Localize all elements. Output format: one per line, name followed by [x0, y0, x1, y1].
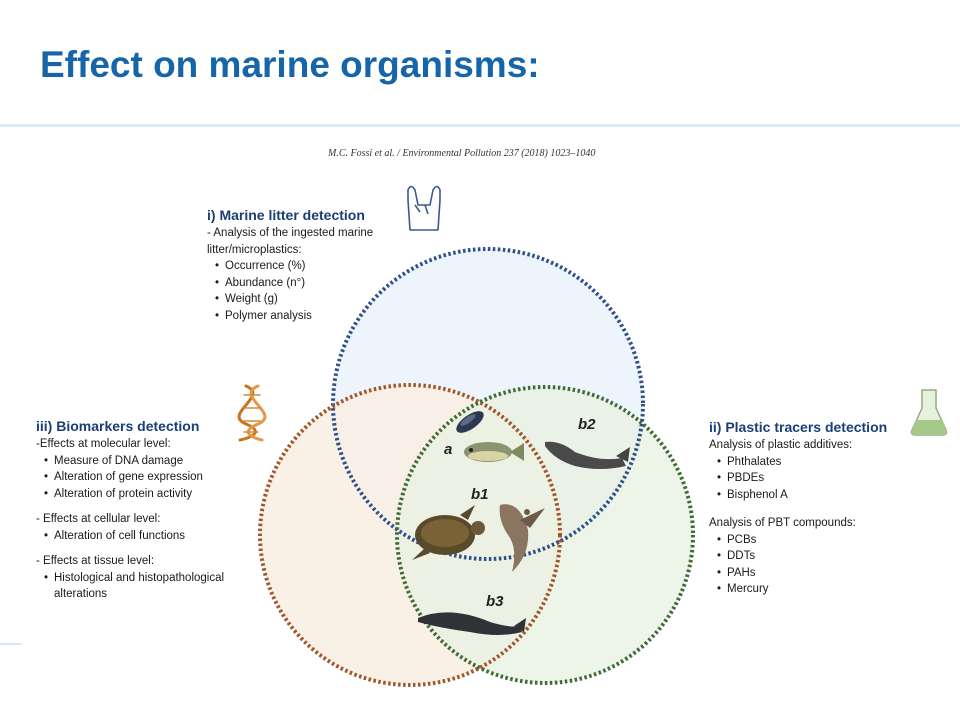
list-item: Alteration of gene expression — [44, 469, 256, 486]
slide-title: Effect on marine organisms: — [40, 44, 540, 85]
list-item: DDTs — [717, 548, 909, 565]
title-divider — [0, 124, 960, 127]
fin-whale-image — [418, 612, 526, 635]
fish-image — [464, 442, 524, 462]
section-biomarkers-heading: iii) Biomarkers detection — [36, 418, 200, 434]
list-item: Occurrence (%) — [215, 258, 417, 275]
flask-icon — [910, 389, 948, 436]
litter-metrics-list: Occurrence (%) Abundance (n°) Weight (g)… — [207, 258, 417, 324]
cellular-level-label: - Effects at cellular level: — [36, 513, 161, 525]
venn-label-b3: b3 — [486, 593, 504, 610]
venn-label-a: a — [444, 441, 453, 458]
list-item: Measure of DNA damage — [44, 453, 256, 470]
list-item: Bisphenol A — [717, 487, 909, 504]
molecular-level-label: -Effects at molecular level: — [36, 438, 171, 450]
tissue-effects-list: Histological and histopathological altera… — [36, 570, 256, 603]
section-marine-litter-line2: litter/microplastics: — [207, 243, 302, 256]
tissue-level-label: - Effects at tissue level: — [36, 555, 155, 567]
venn-label-b2: b2 — [578, 416, 596, 433]
section-marine-litter-line1: - Analysis of the ingested marine — [207, 227, 374, 239]
list-item: Alteration of protein activity — [44, 486, 256, 503]
additives-label: Analysis of plastic additives: — [709, 439, 853, 451]
list-item: PAHs — [717, 565, 909, 582]
section-biomarkers: iii) Biomarkers detection -Effects at mo… — [36, 416, 256, 603]
plastic-bag-icon — [407, 185, 441, 231]
pbt-list: PCBs DDTs PAHs Mercury — [709, 532, 909, 598]
mussel-image — [456, 411, 484, 433]
list-item: Histological and histopathological altera… — [44, 570, 256, 603]
list-item: Abundance (n°) — [215, 275, 417, 292]
molecular-effects-list: Measure of DNA damage Alteration of gene… — [36, 453, 256, 503]
section-plastic-tracers-heading: ii) Plastic tracers detection — [709, 419, 888, 435]
citation: M.C. Fossi et al. / Environmental Pollut… — [328, 148, 596, 159]
sea-turtle-image — [412, 505, 485, 560]
list-item: Phthalates — [717, 454, 909, 471]
circle-biomarkers-outline — [258, 383, 562, 687]
list-item: Weight (g) — [215, 291, 417, 308]
list-item: PBDEs — [717, 470, 909, 487]
section-marine-litter: i) Marine litter detection - Analysis of… — [207, 205, 417, 324]
sperm-whale-image — [545, 441, 630, 469]
pbt-label: Analysis of PBT compounds: — [709, 517, 856, 529]
dna-icon — [237, 384, 267, 442]
venn-label-b1: b1 — [471, 486, 489, 503]
list-item: Alteration of cell functions — [44, 528, 256, 545]
cellular-effects-list: Alteration of cell functions — [36, 528, 256, 545]
tissue-item-line1: Histological and histopathological — [54, 571, 225, 584]
section-marine-litter-heading: i) Marine litter detection — [207, 207, 365, 223]
list-item: PCBs — [717, 532, 909, 549]
tissue-item-line2: alterations — [54, 588, 108, 600]
additives-list: Phthalates PBDEs Bisphenol A — [709, 454, 909, 504]
seabird-image — [499, 504, 545, 572]
list-item: Polymer analysis — [215, 308, 417, 325]
section-plastic-tracers: ii) Plastic tracers detection Analysis o… — [709, 417, 909, 598]
list-item: Mercury — [717, 581, 909, 598]
circle-tracers-outline — [395, 385, 695, 685]
left-edge-mark — [0, 643, 22, 645]
